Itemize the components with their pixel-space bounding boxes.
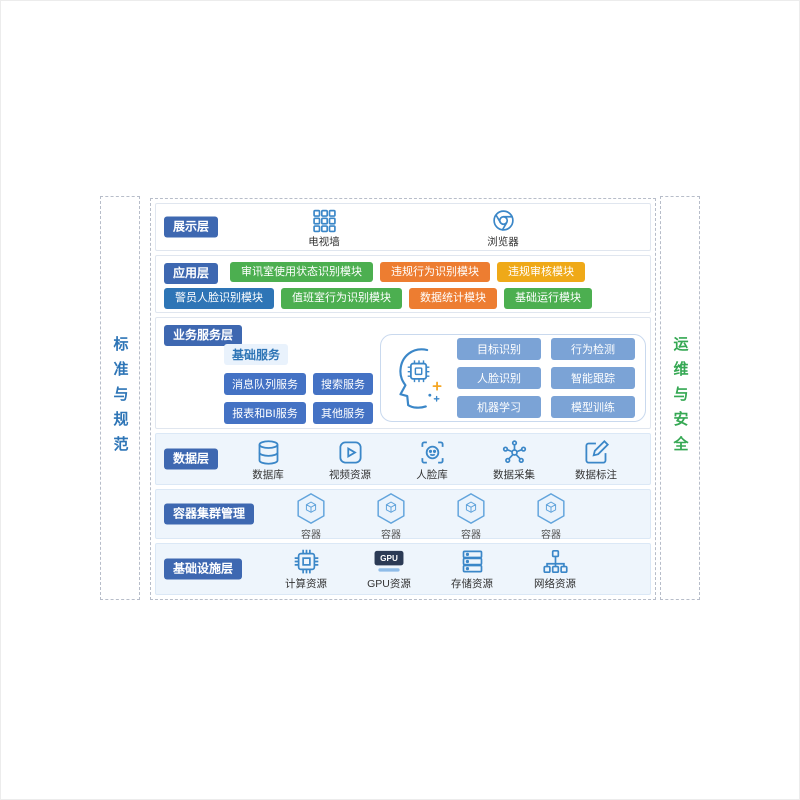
tv-wall-label: 电视墙: [308, 236, 340, 248]
data-item-face-library: 人脸库: [403, 439, 461, 482]
compute-label: 计算资源: [285, 578, 327, 590]
data-layer-label: 数据层: [164, 448, 219, 470]
application-layer-label: 应用层: [164, 263, 219, 284]
container-hexagon-icon: [537, 492, 565, 525]
face-library-icon: [420, 441, 444, 464]
tv-wall-item: 电视墙: [294, 208, 354, 249]
ai-head-icon: [399, 348, 442, 409]
database-label: 数据库: [252, 469, 284, 481]
network-label: 网络资源: [534, 578, 576, 590]
container-item: 容器: [449, 492, 493, 541]
container-item: 容器: [529, 492, 573, 541]
container-label: 容器: [301, 530, 321, 541]
svg-text:GPU: GPU: [380, 554, 398, 563]
data-collection-icon: [502, 440, 526, 464]
module-violation-review: 违规审核模块: [497, 262, 585, 283]
presentation-layer-label: 展示层: [164, 216, 219, 238]
basic-services-block: 基础服务 消息队列服务 搜索服务 报表和BI服务 其他服务: [224, 344, 373, 424]
storage-label: 存储资源: [451, 578, 493, 590]
container-label: 容器: [381, 530, 401, 541]
data-annotation-icon: [584, 439, 609, 464]
ai-target-recognition: 目标识别: [457, 338, 541, 360]
infrastructure-layer-label: 基础设施层: [164, 558, 243, 580]
database-icon: [258, 440, 278, 465]
ai-machine-learning: 机器学习: [457, 396, 541, 418]
module-data-statistics: 数据统计模块: [409, 288, 497, 309]
infrastructure-items: 计算资源 GPU GPU资源: [274, 548, 587, 591]
ops-security-panel: 运维与安全: [660, 196, 700, 600]
basic-services-title: 基础服务: [224, 344, 289, 365]
data-item-collection: 数据采集: [485, 439, 543, 482]
data-item-database: 数据库: [239, 439, 297, 482]
browser-label: 浏览器: [487, 236, 519, 248]
application-modules: 审讯室使用状态识别模块 违规行为识别模块 违规审核模块 警员人脸识别模块 值班室…: [156, 256, 650, 315]
business-service-layer-label: 业务服务层: [164, 325, 243, 346]
infrastructure-layer: 基础设施层 计算资源 GPU GPU资源: [155, 543, 651, 595]
module-basic-operation: 基础运行模块: [504, 288, 592, 309]
ai-capabilities-box: 目标识别 行为检测 人脸识别 智能跟踪 机器学习 模型训练: [380, 334, 646, 422]
presentation-layer: 展示层 电视墙 浏览器: [155, 203, 651, 251]
ops-security-panel-label: 运维与安全: [671, 335, 689, 461]
video-label: 视频资源: [329, 469, 371, 481]
ai-behavior-detection: 行为检测: [551, 338, 635, 360]
video-icon: [338, 441, 362, 464]
container-cluster-label: 容器集群管理: [164, 503, 255, 525]
face-library-label: 人脸库: [416, 469, 448, 481]
container-label: 容器: [541, 530, 561, 541]
application-layer: 应用层 审讯室使用状态识别模块 违规行为识别模块 违规审核模块 警员人脸识别模块…: [155, 255, 651, 313]
container-cluster-layer: 容器集群管理 容器 容器: [155, 489, 651, 541]
infra-gpu: GPU GPU资源: [357, 548, 421, 591]
module-violation-recognition: 违规行为识别模块: [380, 262, 490, 283]
ai-services-grid: 目标识别 行为检测 人脸识别 智能跟踪 机器学习 模型训练: [457, 338, 635, 418]
container-hexagon-icon: [297, 492, 325, 525]
data-layer: 数据层 数据库 视频资源: [155, 433, 651, 485]
infra-network: 网络资源: [523, 548, 587, 591]
service-search: 搜索服务: [313, 373, 373, 395]
data-annotation-label: 数据标注: [575, 469, 617, 481]
data-item-annotation: 数据标注: [567, 439, 625, 482]
infra-compute: 计算资源: [274, 548, 338, 591]
main-architecture-box: 展示层 电视墙 浏览器 应用层 审: [150, 198, 656, 600]
business-service-layer: 业务服务层 基础服务 消息队列服务 搜索服务 报表和BI服务 其他服务: [155, 317, 651, 429]
service-message-queue: 消息队列服务: [224, 373, 306, 395]
container-label: 容器: [461, 530, 481, 541]
container-item: 容器: [369, 492, 413, 541]
data-item-video: 视频资源: [321, 439, 379, 482]
ai-face-recognition: 人脸识别: [457, 367, 541, 389]
container-hexagon-icon: [377, 492, 405, 525]
data-collection-label: 数据采集: [493, 469, 535, 481]
module-interrogation-status: 审讯室使用状态识别模块: [230, 262, 373, 283]
module-police-face-recognition: 警员人脸识别模块: [164, 288, 274, 309]
service-other: 其他服务: [313, 402, 373, 424]
container-items: 容器 容器 容器: [289, 492, 573, 541]
gpu-icon: GPU: [374, 550, 404, 572]
storage-icon: [462, 550, 482, 573]
service-report-bi: 报表和BI服务: [224, 402, 306, 424]
container-hexagon-icon: [457, 492, 485, 525]
infra-storage: 存储资源: [440, 548, 504, 591]
standards-panel: 标准与规范: [100, 196, 140, 600]
network-icon: [542, 549, 568, 574]
data-layer-items: 数据库 视频资源: [239, 439, 625, 482]
module-duty-room-behavior: 值班室行为识别模块: [281, 288, 402, 309]
browser-item: 浏览器: [473, 208, 533, 249]
browser-icon: [492, 210, 514, 231]
gpu-label: GPU资源: [367, 578, 411, 590]
tv-wall-icon: [312, 209, 336, 233]
standards-panel-label: 标准与规范: [111, 335, 129, 461]
cpu-icon: [294, 549, 318, 574]
ai-smart-tracking: 智能跟踪: [551, 367, 635, 389]
ai-model-training: 模型训练: [551, 396, 635, 418]
container-item: 容器: [289, 492, 333, 541]
